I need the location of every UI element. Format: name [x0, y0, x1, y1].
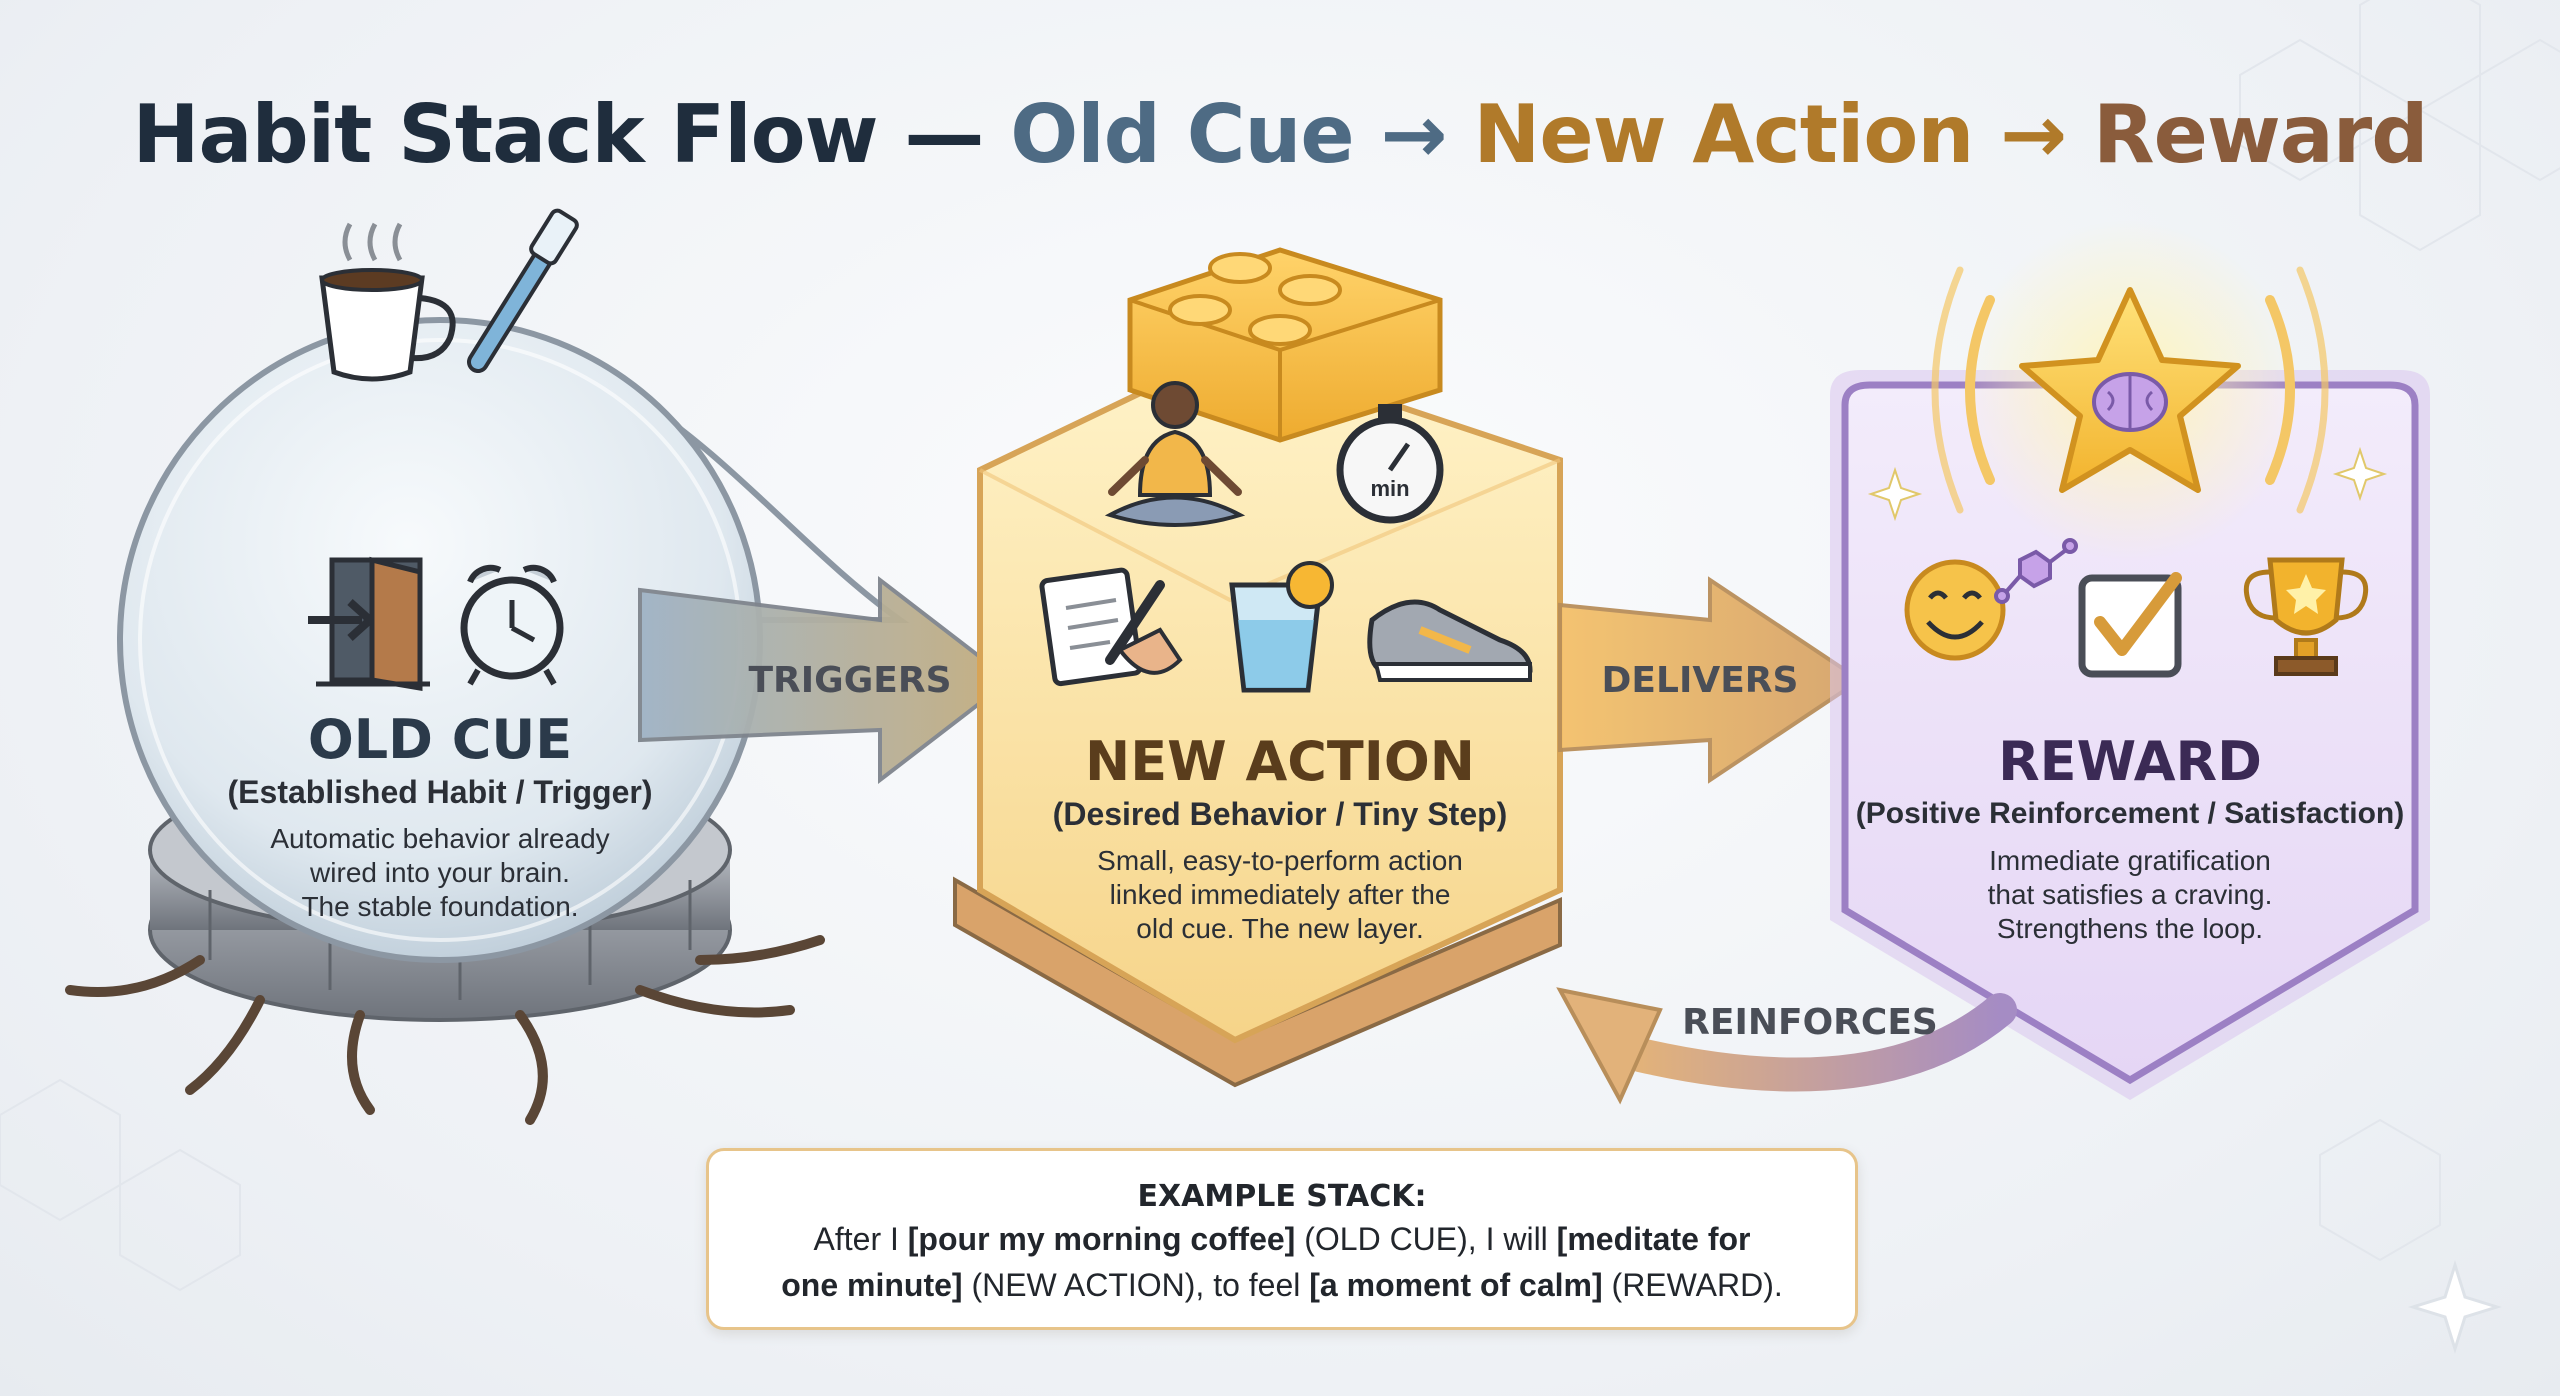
example-text: (REWARD).: [1602, 1267, 1783, 1303]
old-cue-description: Automatic behavior already wired into yo…: [190, 822, 690, 924]
triggers-label: TRIGGERS: [748, 660, 952, 701]
example-reward-highlight: [a moment of calm]: [1309, 1267, 1603, 1303]
sparkle-icon: [1867, 446, 2388, 522]
new-action-cube: [953, 346, 1563, 1088]
sneaker-icon: [1367, 599, 1533, 682]
reinforces-arrow: [1556, 987, 2017, 1105]
stopwatch-label: min: [1370, 476, 1410, 501]
new-action-heading: NEW ACTION: [1085, 730, 1475, 793]
checkbox-icon: [2078, 572, 2182, 678]
delivers-label: DELIVERS: [1601, 660, 1799, 701]
example-new-action-highlight: [meditate for: [1556, 1221, 1751, 1257]
old-cue-heading: OLD CUE: [307, 708, 573, 771]
page-title: Habit Stack Flow — Old Cue → New Action …: [0, 88, 2560, 181]
title-part-old-cue: Old Cue: [1010, 88, 1354, 181]
new-action-desc-line: Small, easy-to-perform action: [1097, 845, 1463, 876]
reward-desc-line: that satisfies a craving.: [1987, 879, 2273, 910]
reward-text: REWARD (Positive Reinforcement / Satisfa…: [1840, 730, 2420, 946]
title-part-habit-stack-flow: Habit Stack Flow —: [132, 88, 1011, 181]
reward-subheading: (Positive Reinforcement / Satisfaction): [1855, 797, 2405, 830]
example-stack-box: EXAMPLE STACK: After I [pour my morning …: [706, 1148, 1858, 1330]
trophy-icon: [2243, 557, 2369, 676]
example-stack-line-1: After I [pour my morning coffee] (OLD CU…: [709, 1218, 1855, 1260]
example-text: (OLD CUE), I will: [1295, 1221, 1557, 1257]
old-cue-desc-line: wired into your brain.: [310, 857, 570, 888]
reward-heading: REWARD: [1998, 730, 2262, 793]
corner-sparkle-icon: [2407, 1259, 2503, 1355]
reward-desc-line: Strengthens the loop.: [1996, 913, 2264, 944]
new-action-desc-line: linked immediately after the: [1109, 879, 1451, 910]
example-stack-line-2: one minute] (NEW ACTION), to feel [a mom…: [709, 1264, 1855, 1306]
title-arrow-2: →: [1973, 88, 2094, 181]
new-action-description: Small, easy-to-perform action linked imm…: [1020, 844, 1540, 946]
triggers-arrow: [638, 575, 1014, 785]
star-brain-icon: [2019, 287, 2241, 493]
lego-brick-icon: [1127, 247, 1443, 443]
reward-description: Immediate gratification that satisfies a…: [1840, 844, 2420, 946]
door-icon: [308, 556, 430, 691]
journal-icon: [1039, 567, 1183, 687]
old-cue-desc-line: The stable foundation.: [301, 891, 579, 922]
example-old-cue-highlight: [pour my morning coffee]: [907, 1221, 1296, 1257]
example-stack-title: EXAMPLE STACK:: [1137, 1179, 1427, 1214]
background-hex-pattern: [0, 0, 2560, 1292]
delivers-arrow: [1558, 576, 1864, 784]
example-text: After I: [813, 1221, 908, 1257]
title-part-new-action: New Action: [1473, 88, 1974, 181]
stopwatch-icon: [1336, 404, 1444, 524]
alarm-clock-icon: [460, 564, 564, 686]
smiley-icon: [1904, 538, 2078, 661]
new-action-text: NEW ACTION (Desired Behavior / Tiny Step…: [1020, 730, 1540, 946]
coffee-cup-icon: [319, 222, 456, 382]
new-action-desc-line: old cue. The new layer.: [1136, 913, 1424, 944]
example-text: (NEW ACTION), to feel: [962, 1267, 1310, 1303]
toothbrush-icon: [467, 208, 579, 373]
reinforces-label: REINFORCES: [1682, 1002, 1938, 1043]
old-cue-desc-line: Automatic behavior already: [270, 823, 610, 854]
title-part-reward: Reward: [2093, 88, 2428, 181]
old-cue-text: OLD CUE (Established Habit / Trigger) Au…: [190, 708, 690, 924]
meditation-icon: [1104, 381, 1246, 527]
water-glass-icon: [1229, 561, 1334, 693]
reward-desc-line: Immediate gratification: [1989, 845, 2271, 876]
new-action-subheading: (Desired Behavior / Tiny Step): [1052, 796, 1508, 832]
example-new-action-highlight: one minute]: [781, 1267, 963, 1303]
old-cue-subheading: (Established Habit / Trigger): [227, 774, 653, 810]
title-arrow-1: →: [1353, 88, 1474, 181]
